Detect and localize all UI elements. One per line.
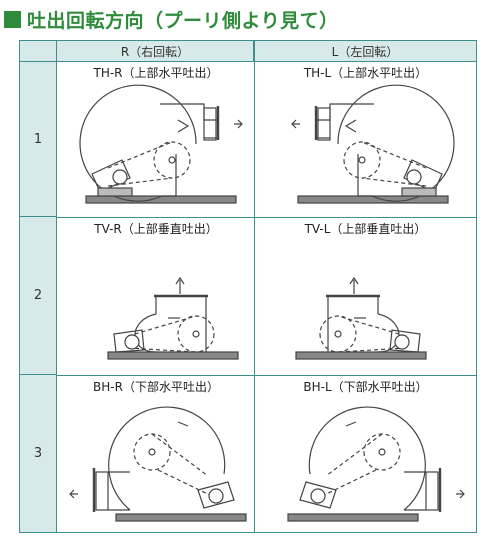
cell-bh-l: BH-L（下部水平吐出） <box>255 376 476 532</box>
caption-tv-l: TV-L（上部垂直吐出） <box>304 222 427 236</box>
rotation-direction-table: R（右回転） L（左回転） 1 2 3 TH-R（上部水平吐出） <box>19 40 477 533</box>
cell-bh-r: BH-R（下部水平吐出） <box>58 376 254 532</box>
row-number-1: 1 <box>20 62 57 217</box>
title-square-icon <box>4 10 21 28</box>
row-number-2: 2 <box>20 217 57 375</box>
cell-th-l: TH-L（上部水平吐出） <box>255 62 476 217</box>
th-l-fan-drawing <box>291 84 455 204</box>
row-divider-1 <box>57 217 476 218</box>
th-r-fan-drawing <box>79 84 243 204</box>
tv-l-fan-drawing <box>295 276 427 360</box>
cell-tv-r: TV-R（上部垂直吐出） <box>58 218 254 375</box>
header-right-rotation: R（右回転） <box>57 41 254 62</box>
bh-l-fan-drawing <box>287 406 465 522</box>
cell-tv-l: TV-L（上部垂直吐出） <box>255 218 476 375</box>
header-corner-cell <box>20 41 57 62</box>
caption-tv-r: TV-R（上部垂直吐出） <box>94 222 218 236</box>
row-divider-2 <box>57 375 476 376</box>
caption-th-l: TH-L（上部水平吐出） <box>303 66 428 80</box>
bh-r-fan-drawing <box>69 406 247 522</box>
column-divider <box>254 41 255 532</box>
row-number-3: 3 <box>20 375 57 532</box>
caption-th-r: TH-R（上部水平吐出） <box>93 66 219 80</box>
title-text: 吐出回転方向（プーリ側より見て） <box>27 9 339 32</box>
tv-r-fan-drawing <box>107 276 239 360</box>
page-title: 吐出回転方向（プーリ側より見て） <box>4 6 339 32</box>
header-left-rotation: L（左回転） <box>254 41 476 62</box>
caption-bh-l: BH-L（下部水平吐出） <box>303 380 428 394</box>
caption-bh-r: BH-R（下部水平吐出） <box>93 380 219 394</box>
cell-th-r: TH-R（上部水平吐出） <box>58 62 254 217</box>
